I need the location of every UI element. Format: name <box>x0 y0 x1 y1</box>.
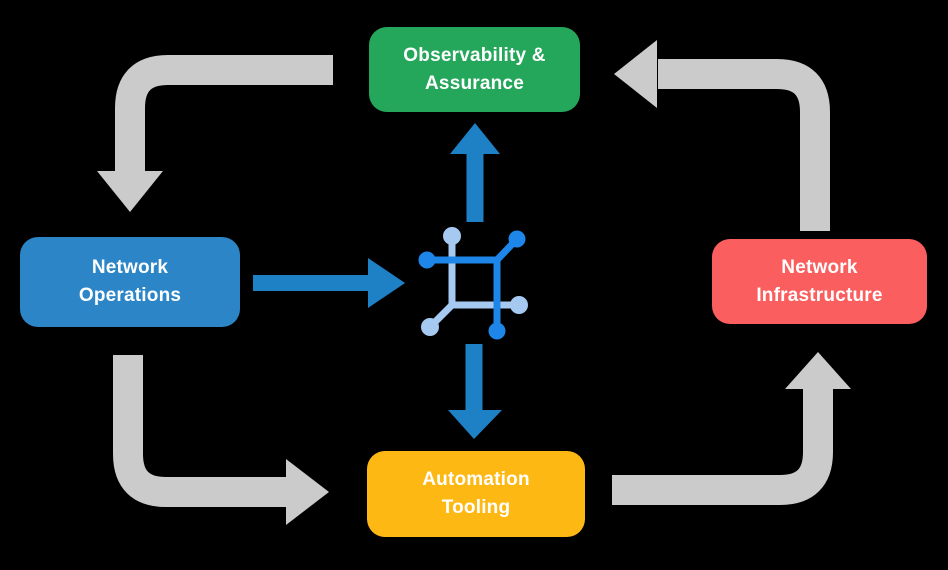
icon-node-top <box>443 227 461 245</box>
node-network-infrastructure: Network Infrastructure <box>712 239 927 324</box>
arrow-center-to-observability <box>450 123 500 222</box>
node-network-operations: Network Operations <box>20 237 240 327</box>
arrow-observability-to-operations <box>97 55 333 212</box>
icon-node-top-right <box>508 230 526 248</box>
icon-node-bottom-left <box>421 318 439 336</box>
arrow-head-up-icon <box>450 123 500 154</box>
icon-node-left <box>418 251 436 269</box>
arrow-center-to-automation <box>448 344 502 439</box>
node-label: Network Infrastructure <box>756 256 883 306</box>
node-label: Observability & Assurance <box>403 44 546 94</box>
arrow-shaft <box>115 55 333 173</box>
arrow-head-right-icon <box>286 459 329 525</box>
arrow-operations-to-automation <box>113 355 329 525</box>
arrow-infrastructure-to-observability <box>614 40 830 231</box>
icon-node-bottom <box>488 322 506 340</box>
arrow-automation-to-infrastructure <box>612 352 851 505</box>
arrow-head-down-icon <box>448 410 502 439</box>
arrow-shaft <box>658 59 830 231</box>
node-label: Automation Tooling <box>422 469 530 518</box>
arrow-shaft <box>113 355 288 507</box>
icon-node-right <box>510 296 528 314</box>
network-topology-icon <box>418 227 528 340</box>
arrow-head-left-icon <box>614 40 657 108</box>
node-observability-assurance: Observability & Assurance <box>369 27 580 112</box>
node-automation-tooling: Automation Tooling <box>367 451 585 537</box>
arrow-head-up-icon <box>785 352 851 389</box>
node-label: Network Operations <box>78 257 182 306</box>
arrow-operations-to-center <box>253 258 405 308</box>
arrow-head-down-icon <box>97 171 163 212</box>
arrow-head-right-icon <box>368 258 405 308</box>
arrow-shaft <box>612 389 833 505</box>
